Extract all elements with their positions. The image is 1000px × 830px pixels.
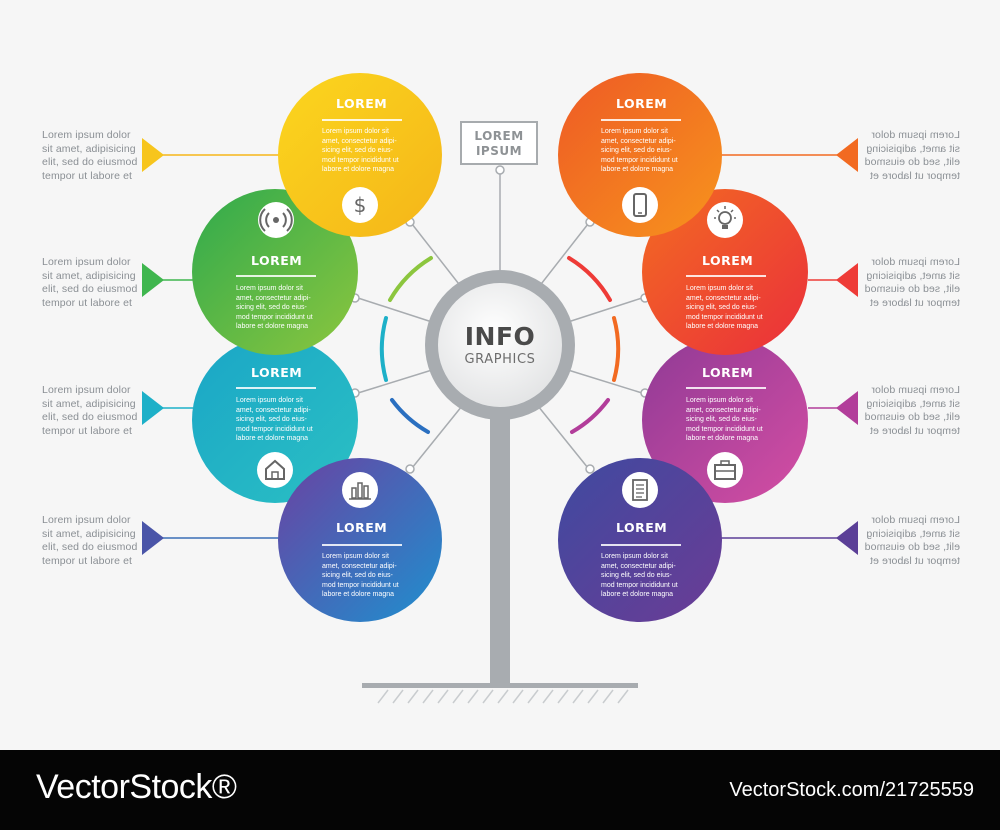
svg-text:$: $ <box>354 193 367 217</box>
footer-brand: VectorStock® <box>36 768 237 806</box>
bubble-yellow-title: LOREM <box>336 96 388 111</box>
bubble-purple <box>558 458 722 622</box>
label-box-line2: IPSUM <box>475 144 523 158</box>
bubble-teal-title: LOREM <box>251 365 303 380</box>
arcs <box>379 256 621 434</box>
bubble-red-rule <box>686 275 766 277</box>
bubble-red <box>642 189 808 355</box>
spokes <box>357 223 643 469</box>
bubble-purple-title: LOREM <box>616 520 668 535</box>
bubble-yellow <box>278 73 442 237</box>
lightbulb-icon <box>707 202 743 238</box>
briefcase-icon <box>707 452 743 488</box>
bubble-teal <box>192 337 358 503</box>
bubble-orange-title: LOREM <box>616 96 668 111</box>
document-icon <box>622 472 658 508</box>
bubble-purple-rule <box>601 544 681 546</box>
bubble-red-title: LOREM <box>702 253 754 268</box>
bubble-blue-title: LOREM <box>336 520 388 535</box>
bubble-orange-rule <box>601 119 681 121</box>
bubble-blue <box>278 458 442 622</box>
home-icon <box>257 452 293 488</box>
ground <box>362 683 638 704</box>
pointer-lines <box>160 154 840 539</box>
bubble-magenta <box>642 337 808 503</box>
label-box-line1: LOREM <box>474 129 524 143</box>
footer-image-id: VectorStock.com/21725559 <box>729 779 974 801</box>
label-box: LOREM IPSUM <box>460 121 538 165</box>
center-title: INFO <box>464 322 536 351</box>
tree-diagram: $ <box>142 73 858 704</box>
bubble-magenta-rule <box>686 387 766 389</box>
bubble-green <box>192 189 358 355</box>
center-node <box>425 270 575 420</box>
bar-chart-icon <box>342 472 378 508</box>
wifi-signal-icon <box>258 202 294 238</box>
bubble-green-title: LOREM <box>251 253 303 268</box>
smartphone-icon <box>622 187 658 223</box>
bubble-teal-rule <box>236 387 316 389</box>
bubble-green-rule <box>236 275 316 277</box>
center-subtitle: GRAPHICS <box>464 352 536 367</box>
dollar-icon: $ <box>342 187 378 223</box>
trunk <box>490 400 510 684</box>
bubble-orange <box>558 73 722 237</box>
footer-bar: VectorStock® VectorStock.com/21725559 <box>0 750 1000 830</box>
bubble-yellow-rule <box>322 119 402 121</box>
pointer-triangles <box>142 138 858 555</box>
bubble-blue-rule <box>322 544 402 546</box>
bubble-magenta-title: LOREM <box>702 365 754 380</box>
